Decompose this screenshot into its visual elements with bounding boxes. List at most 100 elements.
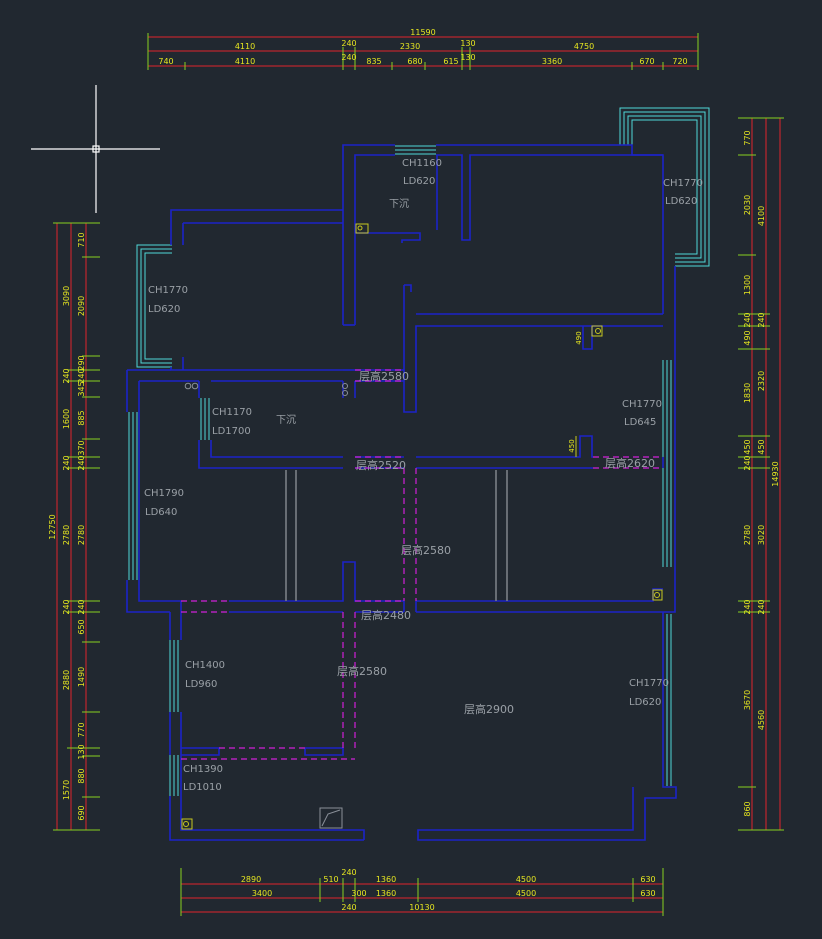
dim-label: 670 <box>639 57 654 66</box>
dim-label: 240 <box>77 455 86 470</box>
bay-window-top-right <box>619 107 710 267</box>
ceiling-height-label: 层高2580 <box>337 664 387 678</box>
dim-label: 130 <box>460 53 475 62</box>
crosshair-cursor-icon <box>31 85 160 213</box>
dim-label: 4110 <box>235 42 255 51</box>
sunken-floor-label: 下沉 <box>276 413 296 426</box>
window-label: CH1390 <box>183 764 223 775</box>
bottom-dimension-chain <box>180 868 664 916</box>
dim-label: 880 <box>77 768 86 783</box>
dim-label: 630 <box>640 889 655 898</box>
dim-label: 3670 <box>743 690 752 710</box>
small-dimension-marks: 490 450 <box>568 331 583 452</box>
dim-label: 240 <box>743 455 752 470</box>
dim-label: 3360 <box>542 57 562 66</box>
top-dimension-labels: 11590 4110 240 2330 130 4750 740 4110 24… <box>158 28 687 66</box>
dim-label: 615 <box>443 57 458 66</box>
dim-label: 14930 <box>771 461 780 486</box>
dim-label: 3400 <box>252 889 272 898</box>
dim-label: 1830 <box>743 383 752 403</box>
dim-label: 680 <box>407 57 422 66</box>
dim-label: 240 <box>341 868 356 877</box>
ceiling-height-annotations: 层高2580 层高2520 层高2620 层高2580 层高2480 层高258… <box>337 369 655 716</box>
dim-label: 240 <box>77 599 86 614</box>
right-dimension-chain <box>738 117 784 831</box>
dim-label: 885 <box>77 410 86 425</box>
drain-icon <box>591 325 603 337</box>
top-dimension-chain <box>147 33 699 70</box>
window-label: LD620 <box>629 697 661 708</box>
dim-label: 490 <box>743 330 752 345</box>
walls <box>126 144 677 841</box>
dim-label: 345 <box>77 381 86 396</box>
window-label: CH1770 <box>148 285 188 296</box>
left-dimension-chain <box>53 222 100 831</box>
ceiling-height-label: 层高2900 <box>464 702 514 716</box>
dim-label: 240 <box>341 53 356 62</box>
dim-label: 240 <box>62 368 71 383</box>
window-label: LD960 <box>185 679 217 690</box>
drain-icon <box>181 818 193 830</box>
ceiling-height-label: 层高2520 <box>356 458 406 472</box>
dim-label: 1360 <box>376 889 396 898</box>
ceiling-height-label: 层高2580 <box>401 543 451 557</box>
dim-label: 720 <box>672 57 687 66</box>
dim-label: 690 <box>77 805 86 820</box>
ceiling-height-label: 层高2480 <box>361 608 411 622</box>
window-label: CH1160 <box>402 158 442 169</box>
dim-label: 300 <box>351 889 366 898</box>
drain-icon <box>355 223 369 234</box>
window-annotations: CH1160 LD620 CH1770 LD620 CH1770 LD620 C… <box>144 158 703 793</box>
dim-label: 710 <box>77 232 86 247</box>
dim-label: 2780 <box>77 525 86 545</box>
window-label: CH1770 <box>622 399 662 410</box>
window-label: LD645 <box>624 417 656 428</box>
dim-label: 370 <box>77 440 86 455</box>
right-dimension-labels: 770 2030 1300 240 490 1830 450 240 2780 … <box>743 130 780 816</box>
dim-label: 240 <box>341 39 356 48</box>
dim-label: 240 <box>757 312 766 327</box>
dim-label: 2880 <box>62 670 71 690</box>
dim-label: 240 <box>77 368 86 383</box>
dim-label: 1300 <box>743 275 752 295</box>
dim-label: 2030 <box>743 195 752 215</box>
window-label: LD1010 <box>183 782 222 793</box>
dim-label: 4750 <box>574 42 594 51</box>
window-label: CH1770 <box>663 178 703 189</box>
bottom-dimension-labels: 2890 510 240 1360 4500 630 3400 300 1360… <box>241 868 656 912</box>
dim-label: 1600 <box>62 409 71 429</box>
dim-label: 1360 <box>376 875 396 884</box>
dim-label: 10130 <box>409 903 434 912</box>
dim-label: 860 <box>743 801 752 816</box>
beam-lines <box>181 369 663 760</box>
dim-label: 450 <box>743 439 752 454</box>
ceiling-height-label: 层高2620 <box>605 456 655 470</box>
dim-label: 130 <box>460 39 475 48</box>
window-label: CH1770 <box>629 678 669 689</box>
dim-label: 2090 <box>77 296 86 316</box>
window-label: CH1790 <box>144 488 184 499</box>
window-label: LD640 <box>145 507 177 518</box>
dim-label: 1490 <box>77 667 86 687</box>
window-label: LD1700 <box>212 426 251 437</box>
dim-label: 835 <box>366 57 381 66</box>
dim-label: 240 <box>62 455 71 470</box>
dim-label: 12750 <box>48 514 57 539</box>
dim-label: 1570 <box>62 780 71 800</box>
dim-label: 770 <box>743 130 752 145</box>
bay-window-left <box>136 244 172 368</box>
dim-label: 4500 <box>516 889 536 898</box>
dim-label: 240 <box>743 599 752 614</box>
dim-label: 450 <box>757 439 766 454</box>
window-label: LD620 <box>403 176 435 187</box>
dim-label: 2320 <box>757 371 766 391</box>
dim-label: 740 <box>158 57 173 66</box>
dim-label: 2330 <box>400 42 420 51</box>
dim-label: 240 <box>757 599 766 614</box>
room-annotations: 下沉 下沉 <box>276 197 409 426</box>
dim-top-total: 11590 <box>410 28 435 37</box>
window-label: CH1400 <box>185 660 225 671</box>
dim-label: 240 <box>341 903 356 912</box>
window-label: CH1170 <box>212 407 252 418</box>
